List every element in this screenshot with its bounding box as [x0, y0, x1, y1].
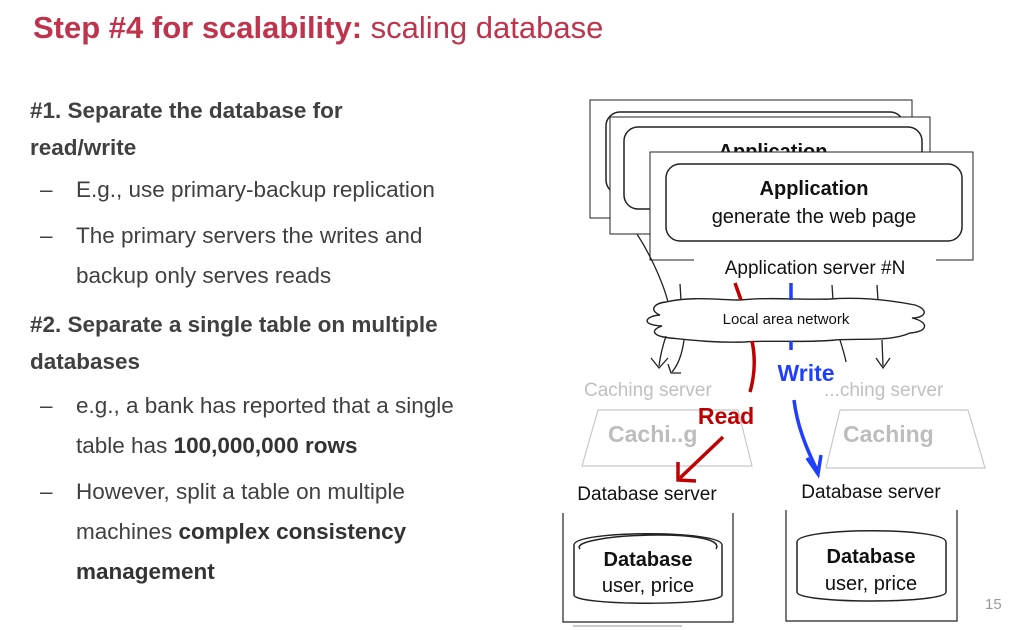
- read-arrow-line: [678, 435, 725, 480]
- read-arrowhead-icon: [676, 462, 697, 483]
- db-server-left-frame: [562, 513, 734, 623]
- arrowhead-icon: [875, 357, 891, 370]
- db-left-title: Database: [604, 549, 693, 571]
- db-right-sub: user, price: [825, 573, 917, 595]
- lan-label: Local area network: [723, 311, 850, 328]
- bullet-text: machines complex consistency: [76, 512, 560, 552]
- database-cylinder-right: Database user, price: [796, 530, 947, 602]
- heading-line: #1. Separate the database for: [30, 98, 343, 123]
- bullet-text: e.g., a bank has reported that a single: [76, 393, 454, 418]
- db-server-right-label: Database server: [801, 482, 941, 503]
- dash-bullet: –: [40, 393, 53, 418]
- slide-title: Step #4 for scalability: scaling databas…: [33, 10, 603, 46]
- database-server-left: Database server Database user, price: [562, 484, 734, 627]
- write-arrow-line: [792, 399, 820, 473]
- bullet-text: However, split a table on multiple: [76, 479, 405, 504]
- db-server-left-label: Database server: [577, 484, 717, 505]
- cylinder-top-edge: [796, 530, 947, 543]
- bullet-text-plain: table has: [76, 433, 174, 458]
- app-server-label: Application server #N: [725, 258, 906, 279]
- caching-box-right-label: Caching: [843, 421, 934, 447]
- caching-box-left-label: Cachi..g: [608, 421, 697, 447]
- heading-line: #2. Separate a single table on multiple: [30, 312, 438, 337]
- connector-line: [636, 233, 669, 303]
- dash-bullet: –: [40, 479, 53, 504]
- bullet-item: – The primary servers the writes and bac…: [30, 216, 560, 296]
- read-path: Read: [676, 282, 756, 483]
- bullet-text: management: [76, 552, 560, 592]
- read-line-middle: [748, 340, 756, 393]
- bullet-text: E.g., use primary-backup replication: [76, 177, 435, 202]
- caching-server-left: Caching server Cachi..g: [581, 380, 753, 467]
- dash-bullet: –: [40, 177, 53, 202]
- bullet-text: backup only serves reads: [76, 263, 332, 288]
- bullet-text-bold: 100,000,000 rows: [173, 433, 358, 458]
- dash-bullet: –: [40, 223, 53, 248]
- app-server-stack: Application Application generate the web…: [589, 99, 974, 282]
- read-line-top: [733, 282, 743, 301]
- lan-cloud-shape: [646, 297, 926, 343]
- lan-cache-connectors: [650, 335, 891, 374]
- db-server-right-frame: [785, 510, 958, 622]
- cylinder-body: [796, 542, 947, 602]
- database-cylinder-left: Database user, price: [573, 533, 723, 604]
- app-box-front: [665, 163, 963, 242]
- arrowhead-icon: [650, 357, 669, 370]
- bullet-text: table has 100,000,000 rows: [76, 426, 560, 466]
- slide-title-rest: scaling database: [362, 10, 604, 45]
- read-label: Read: [698, 403, 754, 429]
- caching-server-right-label: ...ching server: [824, 380, 944, 401]
- caching-server-right: ...ching server Caching: [824, 380, 986, 469]
- write-path: Write: [777, 283, 835, 479]
- app-server-label-bg: [694, 252, 936, 282]
- content-text: #1. Separate the database for read/write…: [30, 92, 560, 592]
- connector-line: [679, 283, 682, 301]
- section-2-heading: #2. Separate a single table on multiple …: [30, 306, 560, 380]
- bullet-text-bold: management: [76, 559, 215, 584]
- connector-line: [658, 335, 667, 367]
- cylinder-body: [573, 545, 723, 604]
- heading-line: databases: [30, 349, 141, 374]
- write-label: Write: [777, 360, 834, 386]
- heading-line: read/write: [30, 135, 137, 160]
- lan-cloud: Local area network: [646, 297, 926, 343]
- connector-line: [876, 284, 879, 301]
- app-lan-connectors: [636, 233, 879, 303]
- db-right-title: Database: [827, 546, 916, 568]
- page-number: 15: [985, 596, 1002, 613]
- connector-line: [831, 284, 834, 301]
- bullet-item: – e.g., a bank has reported that a singl…: [30, 386, 560, 466]
- write-arrowhead-icon: [805, 454, 823, 479]
- section-1-heading: #1. Separate the database for read/write: [30, 92, 560, 166]
- bullet-item: – However, split a table on multiple mac…: [30, 472, 560, 592]
- bullet-text-plain: machines: [76, 519, 179, 544]
- cylinder-top-edge: [573, 533, 723, 546]
- bullet-item: – E.g., use primary-backup replication: [30, 170, 560, 210]
- slide-title-bold: Step #4 for scalability:: [33, 10, 363, 45]
- bullet-text: The primary servers the writes and: [76, 223, 423, 248]
- connector-line: [671, 339, 685, 373]
- app-subtitle: generate the web page: [712, 206, 917, 228]
- cylinder-top: [578, 534, 718, 550]
- caching-box-left: [581, 409, 753, 467]
- bullet-text-bold: complex consistency: [178, 519, 407, 544]
- db-left-sub: user, price: [602, 575, 694, 597]
- connector-line: [881, 339, 884, 367]
- app-title: Application: [760, 178, 869, 200]
- arrowhead-icon: [667, 363, 681, 374]
- caching-box-right: [825, 409, 986, 469]
- database-server-right: Database server Database user, price: [785, 482, 958, 622]
- caching-server-left-label: Caching server: [584, 380, 712, 401]
- connector-line: [839, 339, 847, 363]
